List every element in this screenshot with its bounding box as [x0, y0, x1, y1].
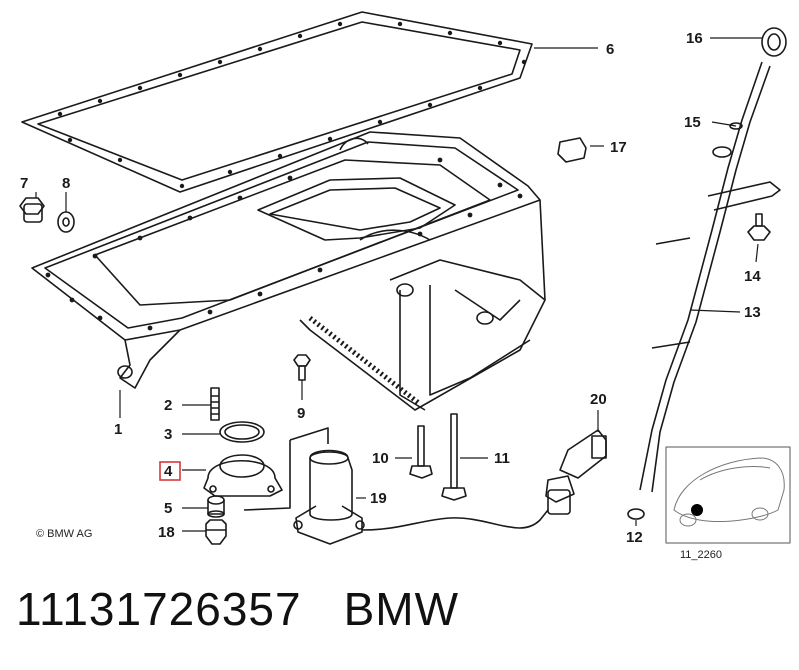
- bolt-14: [747, 213, 771, 241]
- oil-level-sensor: [293, 449, 549, 545]
- plug-cap: [205, 519, 227, 545]
- callout-4: 4: [164, 463, 173, 480]
- car-silhouette: [673, 457, 785, 527]
- stud-bolt: [210, 387, 220, 421]
- callout-2: 2: [164, 397, 172, 414]
- sump-cover: [203, 454, 283, 497]
- callout-3: 3: [164, 426, 172, 443]
- callout-7: 7: [20, 175, 28, 192]
- bolt-10: [409, 425, 433, 479]
- highlight-box: [159, 461, 181, 481]
- callout-13: 13: [744, 304, 761, 321]
- dipstick-o-ring: [627, 508, 645, 520]
- o-ring: [219, 421, 265, 443]
- callout-9: 9: [297, 405, 305, 422]
- callout-17: 17: [610, 139, 627, 156]
- dipstick-guide-tube: [639, 61, 781, 493]
- inset-frame: [665, 446, 791, 544]
- callout-15: 15: [684, 114, 701, 131]
- bolt-11: [441, 413, 467, 501]
- callout-6: 6: [606, 41, 614, 58]
- callout-18: 18: [158, 524, 175, 541]
- oil-pan: [31, 131, 546, 411]
- inset-code: 11_2260: [680, 549, 722, 561]
- part-number: 11131726357: [16, 583, 302, 635]
- callout-20: 20: [590, 391, 607, 408]
- plug: [207, 495, 225, 518]
- sensor-connector: [545, 429, 607, 515]
- callout-11: 11: [494, 450, 510, 467]
- callout-1: 1: [114, 421, 122, 438]
- callout-16: 16: [686, 30, 703, 47]
- bolt-9: [293, 354, 311, 381]
- callout-5: 5: [164, 500, 172, 517]
- clip: [557, 137, 587, 163]
- dipstick-handle: [761, 27, 787, 57]
- location-marker: [691, 504, 703, 516]
- brand-name: BMW: [343, 583, 460, 635]
- drain-plug-washer: [57, 211, 75, 233]
- drain-plug: [19, 197, 45, 223]
- callout-14: 14: [744, 268, 761, 285]
- callout-12: 12: [626, 529, 643, 546]
- caption: 11131726357 BMW: [16, 582, 459, 636]
- copyright: © BMW AG: [36, 528, 92, 540]
- callout-10: 10: [372, 450, 389, 467]
- callout-19: 19: [370, 490, 387, 507]
- oil-pan-gasket: [21, 11, 533, 193]
- callout-8: 8: [62, 175, 70, 192]
